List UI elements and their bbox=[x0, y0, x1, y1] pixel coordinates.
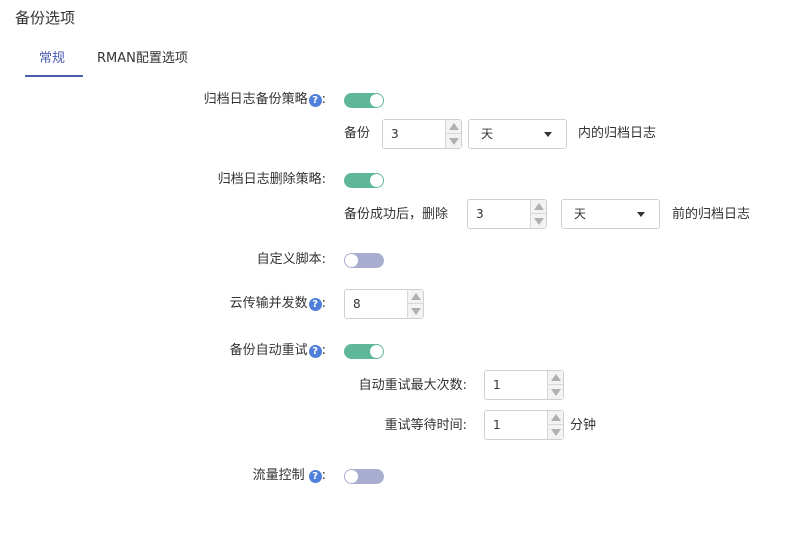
question-circle-icon[interactable]: ? bbox=[308, 297, 322, 311]
toggle-knob bbox=[370, 345, 383, 358]
custom-script-colon: : bbox=[321, 252, 326, 267]
toggle-knob bbox=[345, 470, 358, 483]
stepper-down-button[interactable] bbox=[548, 385, 563, 399]
stepper-buttons bbox=[547, 411, 563, 439]
archive-delete-prefix: 备份成功后，删除 bbox=[344, 207, 449, 222]
stepper-up-button[interactable] bbox=[408, 290, 423, 304]
cloud-concurrency-value: 8 bbox=[353, 297, 361, 311]
archive-backup-count-value: 3 bbox=[391, 127, 399, 141]
max-retry-stepper[interactable]: 1 bbox=[484, 370, 564, 400]
archive-delete-label: 归档日志删除策略 bbox=[217, 172, 322, 187]
archive-backup-label-group: 归档日志备份策略 ? : bbox=[204, 91, 326, 109]
retry-wait-label: 重试等待时间 bbox=[384, 418, 463, 433]
stepper-down-button[interactable] bbox=[531, 214, 546, 228]
triangle-down-icon bbox=[448, 137, 459, 145]
max-retry-value: 1 bbox=[493, 378, 501, 392]
triangle-down-icon bbox=[550, 388, 561, 396]
archive-delete-count-stepper[interactable]: 3 bbox=[467, 199, 547, 229]
max-retry-label-group: 自动重试最大次数 : bbox=[359, 377, 467, 395]
stepper-up-button[interactable] bbox=[446, 120, 461, 134]
triangle-up-icon bbox=[550, 414, 561, 421]
archive-delete-unit-select[interactable]: 天 bbox=[561, 199, 660, 229]
flow-control-colon: : bbox=[321, 468, 326, 483]
triangle-up-icon bbox=[550, 374, 561, 381]
toggle-knob bbox=[370, 94, 383, 107]
toggle-knob bbox=[345, 254, 358, 267]
flow-control-label-group: 流量控制 ? : bbox=[253, 467, 326, 485]
archive-delete-colon: : bbox=[321, 172, 326, 187]
archive-backup-count-stepper[interactable]: 3 bbox=[382, 119, 462, 149]
archive-delete-suffix: 前的归档日志 bbox=[672, 207, 751, 222]
toggle-knob bbox=[370, 174, 383, 187]
stepper-buttons bbox=[407, 290, 423, 318]
question-circle-icon[interactable]: ? bbox=[308, 344, 322, 358]
auto-retry-label: 备份自动重试 bbox=[229, 343, 308, 358]
archive-delete-unit-value: 天 bbox=[574, 207, 587, 221]
triangle-down-icon bbox=[410, 307, 421, 315]
retry-wait-label-group: 重试等待时间 : bbox=[385, 417, 467, 435]
cloud-concurrency-label: 云传输并发数 bbox=[229, 296, 308, 311]
auto-retry-label-group: 备份自动重试 ? : bbox=[230, 342, 326, 360]
max-retry-colon: : bbox=[462, 378, 467, 393]
retry-wait-value: 1 bbox=[493, 418, 501, 432]
question-circle-icon[interactable]: ? bbox=[308, 93, 322, 107]
archive-backup-suffix: 内的归档日志 bbox=[578, 126, 657, 141]
stepper-up-button[interactable] bbox=[548, 371, 563, 385]
stepper-buttons bbox=[547, 371, 563, 399]
stepper-down-button[interactable] bbox=[446, 134, 461, 148]
cloud-concurrency-stepper[interactable]: 8 bbox=[344, 289, 424, 319]
triangle-down-icon bbox=[550, 428, 561, 436]
tab-general[interactable]: 常规 bbox=[39, 51, 66, 66]
caret-down-icon bbox=[637, 212, 645, 217]
stepper-buttons bbox=[530, 200, 546, 228]
custom-script-label: 自定义脚本 bbox=[256, 252, 322, 267]
tab-rman-config[interactable]: RMAN配置选项 bbox=[97, 51, 188, 66]
cloud-concurrency-colon: : bbox=[321, 296, 326, 311]
active-tab-indicator bbox=[25, 75, 83, 77]
triangle-down-icon bbox=[533, 217, 544, 225]
stepper-up-button[interactable] bbox=[531, 200, 546, 214]
triangle-up-icon bbox=[533, 203, 544, 210]
archive-backup-prefix: 备份 bbox=[344, 126, 371, 141]
max-retry-label: 自动重试最大次数 bbox=[358, 378, 463, 393]
stepper-buttons bbox=[445, 120, 461, 148]
question-circle-icon[interactable]: ? bbox=[308, 469, 322, 483]
archive-backup-label: 归档日志备份策略 bbox=[203, 92, 308, 107]
archive-delete-label-group: 归档日志删除策略 : bbox=[218, 171, 326, 189]
archive-backup-unit-value: 天 bbox=[481, 127, 494, 141]
archive-backup-toggle[interactable] bbox=[344, 93, 384, 108]
custom-script-label-group: 自定义脚本 : bbox=[257, 251, 326, 269]
stepper-down-button[interactable] bbox=[548, 425, 563, 439]
auto-retry-colon: : bbox=[321, 343, 326, 358]
archive-backup-colon: : bbox=[321, 92, 326, 107]
archive-backup-unit-select[interactable]: 天 bbox=[468, 119, 567, 149]
stepper-up-button[interactable] bbox=[548, 411, 563, 425]
triangle-up-icon bbox=[448, 123, 459, 130]
custom-script-toggle[interactable] bbox=[344, 253, 384, 268]
archive-delete-count-value: 3 bbox=[476, 207, 484, 221]
flow-control-label: 流量控制 bbox=[252, 468, 305, 483]
archive-delete-toggle[interactable] bbox=[344, 173, 384, 188]
flow-control-toggle[interactable] bbox=[344, 469, 384, 484]
retry-wait-unit: 分钟 bbox=[570, 418, 597, 433]
retry-wait-stepper[interactable]: 1 bbox=[484, 410, 564, 440]
stepper-down-button[interactable] bbox=[408, 304, 423, 318]
cloud-concurrency-label-group: 云传输并发数 ? : bbox=[230, 295, 326, 313]
caret-down-icon bbox=[544, 132, 552, 137]
auto-retry-toggle[interactable] bbox=[344, 344, 384, 359]
retry-wait-colon: : bbox=[462, 418, 467, 433]
triangle-up-icon bbox=[410, 293, 421, 300]
page-title: 备份选项 bbox=[15, 9, 76, 27]
